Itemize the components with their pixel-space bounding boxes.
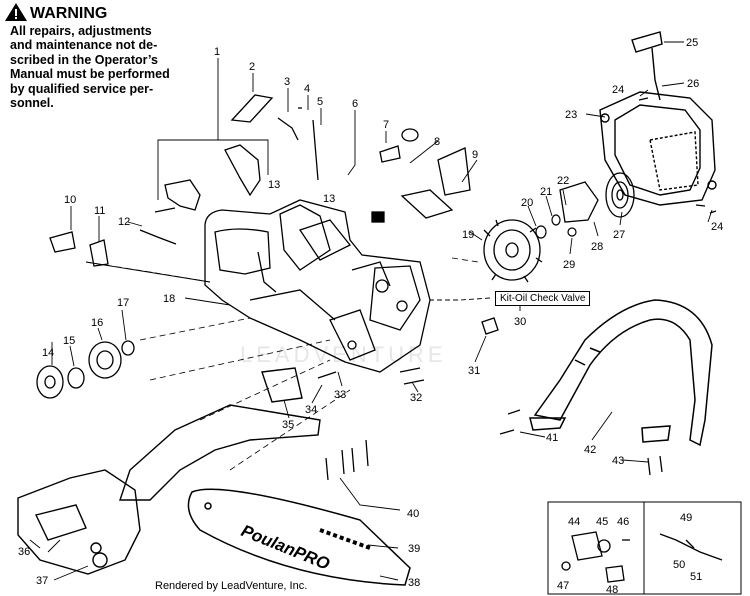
part-label: 47: [557, 580, 569, 592]
part-label: 24: [612, 84, 624, 96]
oil-cap-drawing: [371, 128, 471, 223]
warning-line: All repairs, adjustments: [10, 24, 152, 38]
part-label: 8: [434, 136, 440, 148]
render-credit: Rendered by LeadVenture, Inc.: [155, 580, 308, 592]
engine-housing-drawing: [204, 199, 431, 373]
part-label: 10: [64, 194, 76, 206]
assembly-lines: [85, 257, 479, 471]
warning-line: sonnel.: [10, 96, 54, 111]
part-label: 42: [584, 444, 596, 456]
part-label: 41: [546, 432, 558, 444]
oil-check-valve-callout: Kit-Oil Check Valve: [495, 291, 591, 306]
sprocket-cover-drawing: [17, 367, 321, 575]
inset-parts-drawing: [561, 531, 723, 583]
part-label: 2: [249, 61, 255, 73]
part-label: 28: [591, 241, 603, 253]
part-label: 3: [284, 76, 290, 88]
part-label: 27: [613, 229, 625, 241]
part-label: 32: [410, 392, 422, 404]
part-label: 25: [686, 37, 698, 49]
part-labels: 1 2 3 4 5 6 7 8 9 10 11 12 13 13 14 15 1…: [18, 37, 723, 596]
part-label: 6: [352, 98, 358, 110]
throttle-trigger-drawing: [154, 144, 261, 213]
part-label: 50: [673, 559, 685, 571]
part-label: 29: [563, 259, 575, 271]
part-label: 14: [42, 347, 54, 359]
warning-icon: [5, 3, 27, 21]
part-label: 20: [521, 197, 533, 209]
part-label: 38: [408, 577, 420, 589]
front-handle-drawing: [529, 299, 713, 447]
part-label: 5: [317, 96, 323, 108]
part-label: 23: [565, 109, 577, 121]
part-label: 35: [282, 419, 294, 431]
flywheel-drawing: [483, 219, 543, 283]
part-label: 4: [304, 83, 310, 95]
part-label: 13: [323, 193, 335, 205]
part-label: 40: [407, 508, 419, 520]
part-label: 46: [617, 516, 629, 528]
part-label: 39: [408, 543, 420, 555]
inset-boxes: [547, 501, 742, 595]
starter-pulley-drawing: [559, 172, 635, 223]
part-label: 24: [711, 221, 723, 233]
part-label: 22: [557, 175, 569, 187]
clutch-parts-drawing: [36, 340, 135, 399]
starter-handle-drawing: [631, 31, 663, 101]
part-label: 9: [472, 149, 478, 161]
part-label: 26: [687, 78, 699, 90]
leader-lines: [29, 41, 713, 581]
part-label: 18: [163, 293, 175, 305]
part-label: 43: [612, 455, 624, 467]
screws-drawing: [317, 317, 663, 481]
part-label: 16: [91, 317, 103, 329]
part-label: 33: [334, 389, 346, 401]
part-label: 13: [268, 179, 280, 191]
part-label: 11: [94, 205, 105, 217]
part-label: 37: [36, 575, 48, 587]
warning-line: by qualified service per-: [10, 81, 154, 96]
warning-line: and maintenance not de-: [10, 38, 158, 53]
part-label: 21: [540, 186, 552, 198]
part-label: 7: [383, 119, 389, 131]
part-label: 44: [568, 516, 580, 528]
part-label: 19: [462, 229, 474, 241]
part-label: 12: [118, 216, 130, 228]
part-label: 15: [63, 335, 75, 347]
part-label: 30: [514, 316, 526, 328]
starter-small-parts-drawing: [535, 97, 717, 239]
part-label: 45: [596, 516, 608, 528]
warning-line: Manual must be performed: [10, 67, 170, 82]
starter-housing-drawing: [599, 91, 717, 206]
warning-title: WARNING: [30, 5, 108, 22]
part-label: 1: [214, 46, 220, 58]
chain-brake-parts-drawing: [49, 229, 177, 267]
part-label: 51: [690, 571, 702, 583]
throttle-rod-drawing: [230, 94, 319, 181]
part-label: 36: [18, 546, 30, 558]
guide-bar-drawing: [187, 488, 411, 586]
part-label: 34: [305, 404, 317, 416]
part-label: 49: [680, 512, 692, 524]
part-label: 17: [117, 297, 129, 309]
part-label: 48: [606, 584, 618, 596]
part-label: 31: [468, 365, 480, 377]
watermark-text: LEADVENTURE: [240, 342, 447, 367]
warning-line: scribed in the Operator’s: [10, 52, 158, 67]
warning-text: All repairs, adjustments and maintenance…: [10, 24, 175, 110]
